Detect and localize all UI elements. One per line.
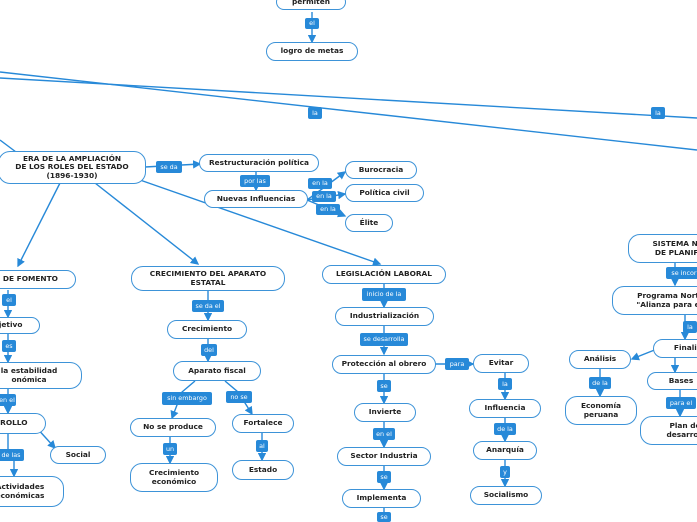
label-se-da-el: se da el — [192, 300, 224, 312]
node-invierte[interactable]: Invierte — [354, 403, 416, 422]
label-de-la: de la — [494, 423, 516, 435]
node-desarrollo[interactable]: RROLLO — [0, 413, 46, 434]
node-estado-de-fomento[interactable]: O DE FOMENTO — [0, 270, 76, 289]
label-se-incorpora: se incorp — [666, 267, 697, 279]
label-para-el: para el — [666, 397, 696, 409]
edge — [139, 179, 382, 266]
node-crecimiento-economico[interactable]: Crecimiento económico — [130, 463, 218, 492]
label-inicio-de-la: inicio de la — [362, 288, 406, 301]
label-la-programa: la — [683, 321, 697, 333]
node-restructuracion-politica[interactable]: Restructuración política — [199, 154, 319, 172]
node-anarquia[interactable]: Anarquía — [473, 441, 537, 460]
node-sistema-nacional-planificacion[interactable]: SISTEMA NA DE PLANIFI — [628, 234, 697, 263]
label-en-el-invierte: en el — [373, 428, 395, 440]
node-implementa[interactable]: Implementa — [342, 489, 421, 508]
label-se-3: se — [377, 512, 391, 522]
label-la-right: la — [651, 107, 665, 119]
node-economia-peruana[interactable]: Economía peruana — [565, 396, 637, 425]
node-legislacion-laboral[interactable]: LEGISLACIÓN LABORAL — [322, 265, 446, 284]
label-en-la-2: en la — [312, 191, 336, 202]
node-nuevas-influencias[interactable]: Nuevas Influencias — [204, 190, 308, 208]
label-el: el — [305, 18, 319, 29]
node-socialismo[interactable]: Socialismo — [470, 486, 542, 505]
edge — [17, 182, 61, 268]
node-bases[interactable]: Bases — [647, 372, 697, 390]
label-y: y — [500, 466, 510, 478]
node-objetivo[interactable]: bjetivo — [0, 317, 40, 334]
node-estabilidad-economica[interactable]: la estabilidad onómica — [0, 362, 82, 389]
label-se-desarrolla: se desarrolla — [360, 333, 408, 346]
node-fortalece[interactable]: Fortalece — [232, 414, 294, 433]
label-para: para — [445, 358, 469, 370]
label-de-la-analisis: de la — [589, 377, 611, 389]
label-se-2: se — [377, 471, 391, 483]
label-en-la-1: en la — [308, 178, 332, 189]
node-estado[interactable]: Estado — [232, 460, 294, 480]
node-industrializacion[interactable]: Industrialización — [335, 307, 434, 326]
edge — [0, 77, 697, 119]
edge — [94, 182, 200, 265]
node-analisis[interactable]: Análisis — [569, 350, 631, 369]
label-el-fomento: el — [2, 294, 16, 306]
node-logro-de-metas[interactable]: logro de metas — [266, 42, 358, 61]
node-burocracia[interactable]: Burocracia — [345, 161, 417, 179]
node-era-ampliacion[interactable]: ERA DE LA AMPLIACIÓN DE LOS ROLES DEL ES… — [0, 151, 146, 184]
label-no-se: no se — [226, 391, 252, 403]
node-elite[interactable]: Élite — [345, 214, 393, 232]
node-actividades-economicas[interactable]: Actividades económicas — [0, 476, 64, 507]
label-en-la-3: en la — [316, 204, 340, 215]
label-es: es — [2, 340, 16, 352]
node-evitar[interactable]: Evitar — [473, 354, 529, 373]
node-crecimiento-aparato-estatal[interactable]: CRECIMIENTO DEL APARATO ESTATAL — [131, 266, 285, 291]
node-finalidad[interactable]: Finalid — [653, 339, 697, 358]
node-crecimiento[interactable]: Crecimiento — [167, 320, 247, 339]
node-aparato-fiscal[interactable]: Aparato fiscal — [173, 361, 261, 381]
label-se-1: se — [377, 380, 391, 392]
node-proteccion-al-obrero[interactable]: Protección al obrero — [332, 355, 436, 374]
node-programa-norte[interactable]: Programa Nort "Alianza para e — [612, 286, 697, 315]
node-permiten[interactable]: permiten — [276, 0, 346, 10]
node-plan-de-desarrollo[interactable]: Plan de desarroll — [640, 416, 697, 445]
node-no-se-produce[interactable]: No se produce — [130, 418, 216, 437]
label-la-left: la — [308, 107, 322, 119]
label-al: al — [256, 440, 268, 452]
edge — [630, 348, 658, 361]
node-politica-civil[interactable]: Política civil — [345, 184, 424, 202]
node-social[interactable]: Social — [50, 446, 106, 464]
label-la-evitar: la — [498, 378, 512, 390]
label-se-da: se da — [156, 161, 182, 173]
node-influencia[interactable]: Influencia — [469, 399, 541, 418]
label-sin-embargo: sin embargo — [162, 392, 212, 405]
label-por-las: por las — [240, 175, 270, 187]
node-sector-industria[interactable]: Sector Industria — [337, 447, 431, 466]
label-del: del — [201, 344, 217, 356]
label-de-las: de las — [0, 449, 24, 461]
label-un: un — [163, 443, 177, 455]
label-en-el: en el — [0, 394, 16, 406]
